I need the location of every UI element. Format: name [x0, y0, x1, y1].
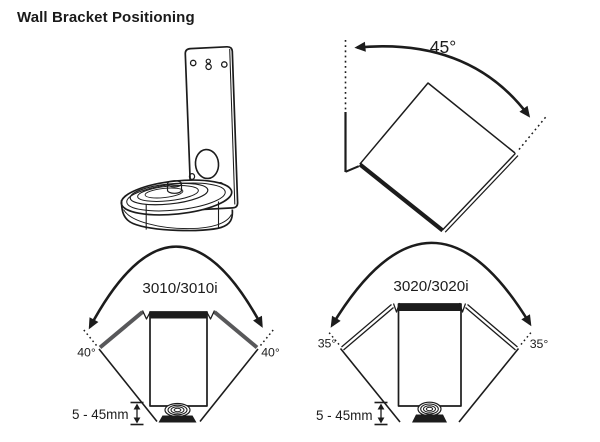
distance-arrow-3010 — [130, 401, 144, 426]
hinge-base-3010 — [158, 415, 197, 423]
keyhole-slot-bottom — [205, 63, 212, 71]
rotated-reference-dotted-line — [518, 115, 548, 150]
distance-arrowhead-down-3010 — [133, 417, 141, 424]
keyhole-slot-top — [205, 58, 211, 65]
base-top-rim — [120, 179, 233, 216]
diagram-3020: 3020/3020i 35° 35° 5 - 45mm — [316, 241, 549, 426]
left-angle-label-3020: 35° — [318, 337, 337, 351]
rotation-arc-arrow — [354, 41, 531, 118]
rotation-45-diagram: 45° — [344, 37, 548, 233]
speaker-grille-edge — [441, 152, 517, 231]
rotated-top-edge-right-inner-3020 — [465, 307, 516, 351]
distance-arrowhead-up-3010 — [133, 403, 141, 410]
base-knob-side — [166, 184, 183, 194]
distance-label-3010: 5 - 45mm — [72, 407, 129, 422]
hinge-base-3020 — [412, 414, 447, 423]
rotated-side-edge-left-3020 — [339, 347, 401, 423]
swivel-arc-arrow-3010 — [88, 245, 263, 330]
rotated-top-edge-left-outer-3020 — [341, 304, 392, 348]
bracket-plate-edge-line — [229, 48, 236, 205]
rotated-top-edge-right-outer-3020 — [467, 304, 518, 348]
right-angle-label-3010: 40° — [261, 346, 280, 360]
base-front-face — [120, 199, 234, 232]
speaker-front-edge — [358, 162, 445, 233]
distance-arrow-3020 — [374, 401, 388, 426]
speaker-top-edges — [359, 82, 516, 165]
speaker-3010 — [149, 311, 208, 407]
screw-hole-left — [189, 59, 197, 67]
hinge-ring-4-3010 — [173, 407, 182, 413]
speaker-grille-edge-parallel — [444, 155, 519, 233]
rotated-top-edge-right-3010 — [213, 310, 259, 350]
speaker-3020 — [397, 303, 462, 407]
left-angle-label-3010: 40° — [77, 346, 96, 360]
rotated-top-edge-left-inner-3020 — [343, 307, 394, 351]
screw-hole-right — [220, 61, 228, 68]
wall-bracket-hook — [345, 165, 360, 173]
diagram-3010: 3010/3010i 40° 40° 5 - 45mm — [72, 245, 280, 426]
base-knob-top — [166, 180, 183, 188]
rotation-angle-label: 45° — [430, 37, 456, 57]
hinge-ring-4-3020 — [425, 406, 434, 412]
right-angle-label-3020: 35° — [530, 337, 549, 351]
page-title: Wall Bracket Positioning — [17, 9, 195, 26]
dotted-extension-left-3010 — [82, 328, 98, 346]
bracket-plate — [184, 45, 239, 211]
base-swivel-ring-small — [144, 187, 184, 199]
model-label-3010: 3010/3010i — [142, 280, 217, 297]
rotated-side-edge-right-3020 — [458, 347, 520, 423]
cable-hole — [194, 148, 220, 180]
wall-bracket-illustration — [120, 45, 239, 232]
dotted-extension-right-3010 — [259, 328, 275, 346]
swivel-arc-arrow-3020 — [330, 241, 532, 328]
distance-arrowhead-down-3020 — [377, 417, 385, 424]
rotated-side-edge-right-3010 — [199, 348, 259, 422]
distance-label-3020: 5 - 45mm — [316, 408, 373, 423]
base-bottom-curve — [123, 209, 232, 230]
rotated-top-edge-left-3010 — [98, 310, 144, 350]
distance-arrowhead-up-3020 — [377, 403, 385, 410]
model-label-3020: 3020/3020i — [393, 278, 468, 295]
rotated-side-edge-left-3010 — [98, 348, 158, 422]
